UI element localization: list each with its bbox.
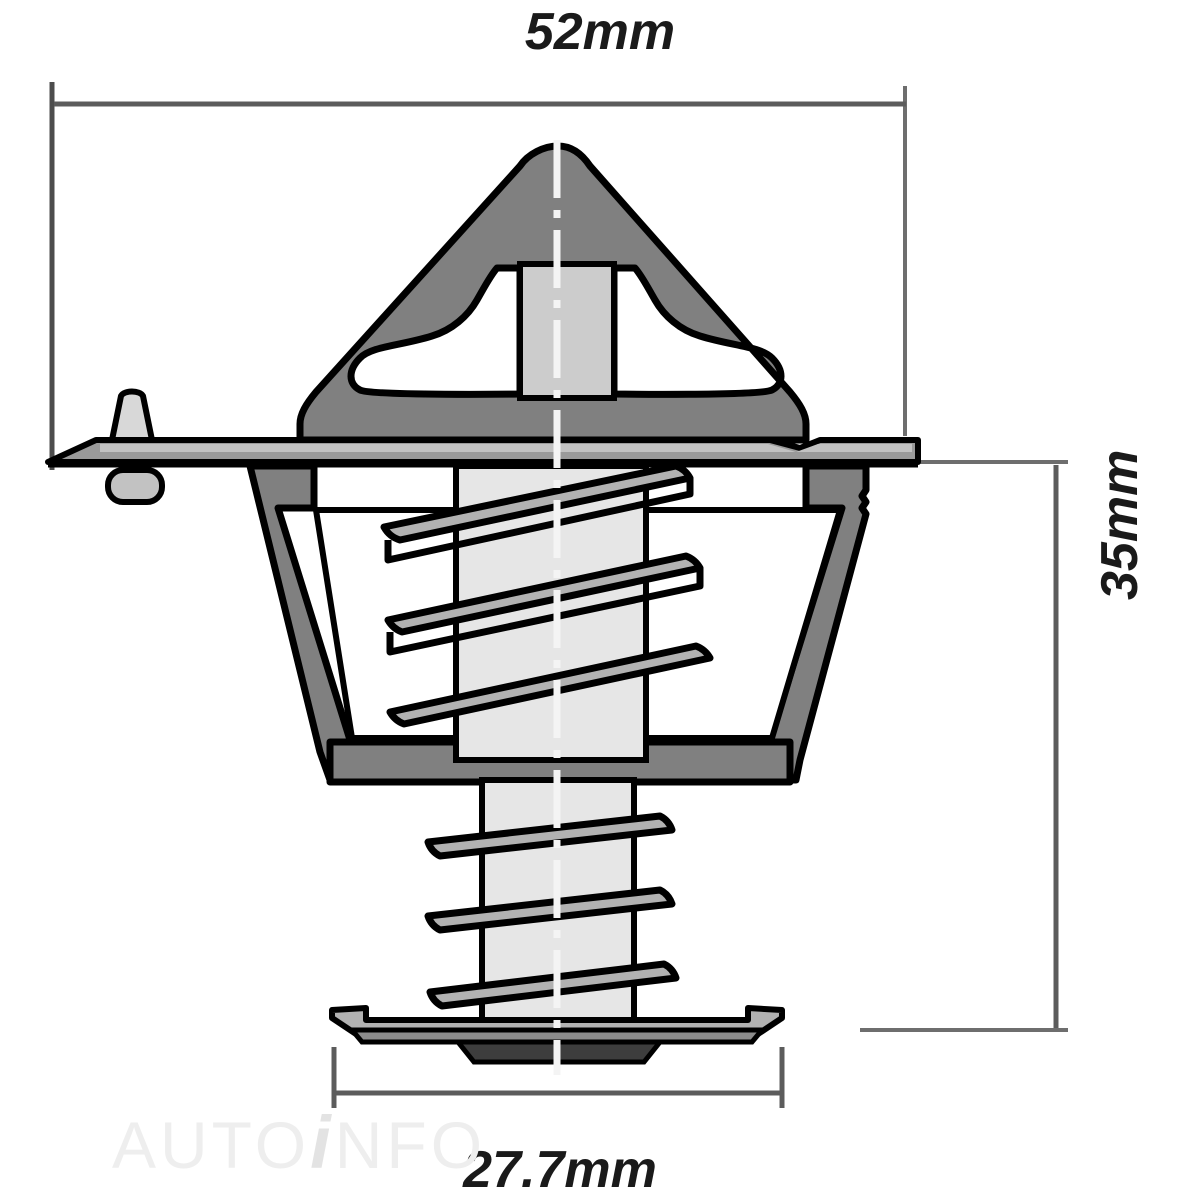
upper-spring-back-2 (386, 568, 704, 656)
main-body-cone (246, 462, 870, 784)
dimension-label-diameter: 27.7mm (463, 1141, 657, 1199)
valve-plate-band (346, 1027, 768, 1045)
lower-pin (105, 467, 165, 505)
lower-spring-coil-2 (424, 886, 676, 934)
dimension-label-height: 35mm (1091, 449, 1149, 600)
lower-spring-coil-1 (424, 812, 676, 860)
upper-spring-coil-2 (384, 552, 704, 636)
upper-spring-coil-3 (386, 642, 714, 728)
dimension-lines (49, 82, 1068, 1108)
upper-spring-coil-1 (380, 462, 694, 544)
flange-highlight-band (100, 444, 912, 452)
thermostat-assembly (45, 140, 921, 1075)
lower-spring-coil-3 (426, 960, 680, 1010)
upper-spring (380, 462, 714, 728)
jiggle-pin (109, 388, 155, 443)
lower-spring (424, 812, 680, 1010)
dimension-label-width: 52mm (524, 3, 676, 61)
autoinfo-watermark: AUTOiNFO (112, 1100, 486, 1185)
watermark-prefix: AUTO (112, 1108, 311, 1182)
watermark-suffix: NFO (334, 1108, 487, 1182)
frame-center-stem (517, 261, 617, 401)
upper-spring-back-1 (384, 478, 694, 564)
watermark-accent-letter: i (310, 1101, 335, 1184)
